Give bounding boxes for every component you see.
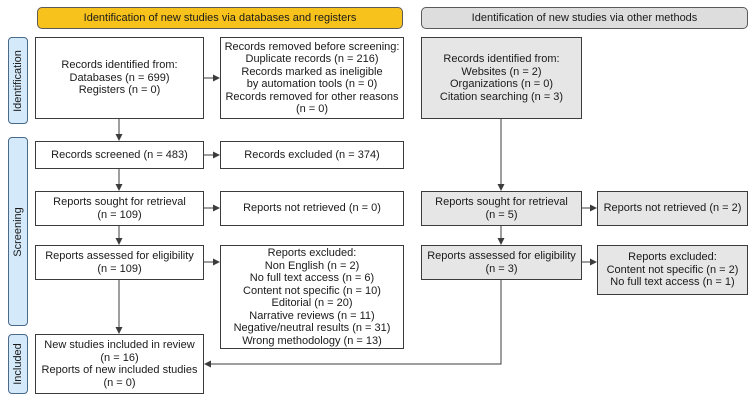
box-text-line: Reports assessed for eligibility [427,250,576,262]
box-text-line: Reports sought for retrieval [53,196,186,208]
box-text-line: Non English (n = 2) [264,259,360,272]
box-text-line: Records excluded (n = 374) [244,148,380,161]
records-removed-box: Records removed before screening:Duplica… [220,37,404,119]
box-text-line: Reports excluded: [628,251,717,264]
box-text-line: (n = 3) [485,262,518,275]
box-text-line: Organizations (n = 0) [449,78,554,90]
phase-identification: Identification [8,37,28,124]
reports-assessed-databases-box: Reports assessed for eligibility(n = 109… [35,245,204,280]
box-text-line: No full text access (n = 1) [610,276,735,289]
box-text-line: New studies included in review [44,339,195,351]
box-text-line: Reports not retrieved (n = 0) [243,202,381,215]
box-text-line: (n = 0) [295,103,329,115]
box-text-line: Negative/neutral results (n = 31) [233,322,391,334]
box-text-line: No full text access (n = 6) [249,272,375,284]
included-studies-box: New studies included in review(n = 16)Re… [35,334,204,394]
box-text-line: Records identified from: [443,53,560,65]
box-text-line: Content not specific (n = 10) [243,284,381,297]
records-screened-box: Records screened (n = 483) [35,141,204,169]
box-text-line: Duplicate records (n = 216) [245,53,379,65]
records-identified-databases-box: Records identified from:Databases (n = 6… [35,37,204,119]
phase-screening: Screening [8,137,28,326]
reports-sought-databases-box: Reports sought for retrieval(n = 109) [35,191,204,226]
box-text-line: Citation searching (n = 3) [439,90,564,103]
box-text-line: by automation tools (n = 0) [246,78,378,90]
reports-excluded-databases-box: Reports excluded:Non English (n = 2)No f… [220,245,404,349]
box-text-line: Narrative reviews (n = 11) [249,309,375,322]
box-text-line: Websites (n = 2) [461,65,542,78]
records-excluded-box: Records excluded (n = 374) [220,141,404,169]
header-other-methods: Identification of new studies via other … [421,7,748,29]
box-text-line: (n = 109) [97,262,142,275]
box-text-line: Reports sought for retrieval [435,196,568,208]
box-text-line: Reports not retrieved (n = 2) [603,202,742,215]
arrow-other-assessed-to-included [204,280,502,368]
box-text-line: Records removed before screening: [224,40,400,53]
reports-not-retrieved-databases-box: Reports not retrieved (n = 0) [220,191,404,226]
header-other-methods-text: Identification of new studies via other … [471,12,698,24]
records-identified-other-box: Records identified from:Websites (n = 2)… [421,37,582,119]
box-text-line: Registers (n = 0) [78,84,161,97]
reports-not-retrieved-other-box: Reports not retrieved (n = 2) [597,191,748,226]
reports-excluded-other-box: Reports excluded:Content not specific (n… [597,245,748,295]
box-text-line: Reports of new included studies [41,364,198,376]
box-text-line: Records screened (n = 483) [51,148,188,161]
box-text-line: Reports assessed for eligibility [45,250,194,262]
box-text-line: (n = 5) [485,208,518,221]
reports-sought-other-box: Reports sought for retrieval(n = 5) [421,191,582,226]
reports-assessed-other-box: Reports assessed for eligibility(n = 3) [421,245,582,280]
box-text-line: Content not specific (n = 2) [606,263,739,276]
box-text-line: (n = 109) [97,208,142,221]
box-text-line: Databases (n = 699) [69,71,170,84]
box-text-line: Records marked as ineligible [241,65,383,78]
box-text-line: Records removed for other reasons [225,90,399,103]
box-text-line: (n = 16) [100,351,139,364]
box-text-line: Reports excluded: [267,247,357,259]
box-text-line: Records identified from: [61,59,178,72]
header-databases-registers-text: Identification of new studies via databa… [83,12,357,24]
box-text-line: Editorial (n = 20) [271,297,353,309]
box-text-line: (n = 0) [103,376,136,389]
header-databases-registers: Identification of new studies via databa… [37,7,403,29]
box-text-line: Wrong methodology (n = 13) [242,334,382,347]
phase-included: Included [8,334,28,394]
